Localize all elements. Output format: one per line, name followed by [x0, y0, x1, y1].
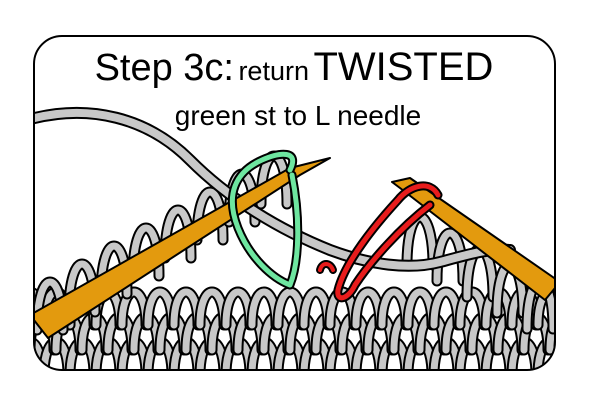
frame-border [33, 35, 556, 371]
fabric-loop [544, 311, 555, 356]
right-needle-icon [391, 177, 555, 301]
left-needle-icon [34, 157, 331, 339]
title-emphasis: TWISTED [313, 45, 493, 89]
title-step: Step 3c: [95, 47, 234, 89]
title-verb: return [238, 56, 309, 86]
title-line-1: Step 3c: return TWISTED [95, 45, 494, 89]
fabric-loop [564, 292, 588, 325]
green-stitch-loop [227, 149, 303, 290]
fabric-loop [564, 342, 588, 375]
knitted-fabric [34, 150, 588, 375]
red-stitch-loop [316, 181, 443, 303]
title-line-2: green st to L needle [175, 100, 421, 131]
